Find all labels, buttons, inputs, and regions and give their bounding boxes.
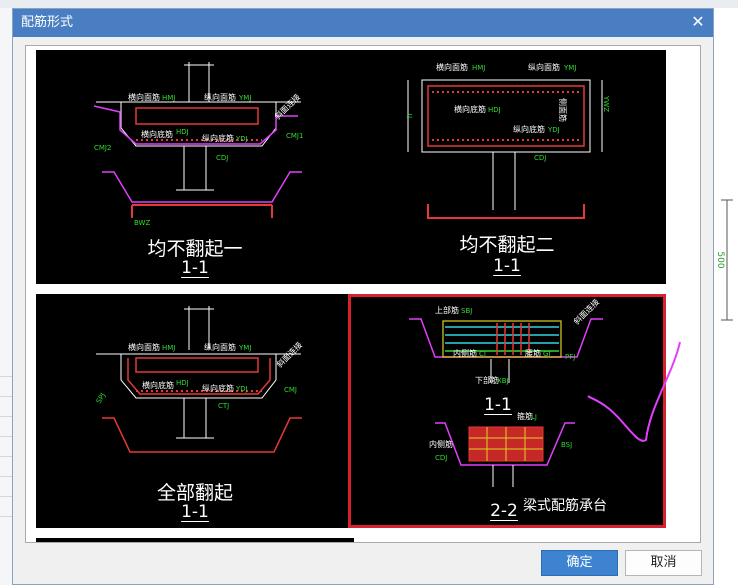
label-bottom-bar: 横向底筋 — [141, 129, 173, 139]
dialog-title: 配筋形式 — [21, 15, 74, 30]
option-2-section: 1-1 — [493, 256, 521, 276]
label-inner-bar: 内侧筋 — [453, 348, 477, 358]
label-bottom-long-code: YDJ — [235, 385, 248, 393]
label-bottom-bar: 横向底筋 — [454, 104, 486, 114]
label-top-code: HMJ — [162, 94, 175, 102]
label-top-bar: 横向面筋 — [128, 92, 160, 102]
label-top-long-code: YMJ — [238, 344, 251, 352]
option-1-diagram: 横向面筋 HMJ 纵向面筋 YMJ 横向底筋 HDJ 纵向底筋 YDJ CMJ1… — [93, 62, 303, 227]
option-1-section: 1-1 — [181, 258, 209, 278]
label-side-bar: 侧面筋 — [558, 98, 568, 122]
app-background-left — [0, 8, 12, 585]
label-bottom-bar-long: 纵向底筋 — [202, 383, 234, 393]
label-top-long-code: YMJ — [238, 94, 251, 102]
label-bottom-bar-long: 纵向底筋 — [513, 124, 545, 134]
label-inner-code: CJ — [479, 350, 486, 358]
label-bottom-code: HDJ — [176, 128, 189, 136]
label-stirrup: 箍筋 — [517, 411, 533, 421]
label-ctj: CTJ — [218, 402, 229, 410]
option-1-name: 均不翻起一 — [147, 238, 243, 260]
background-dimension-line: 500 — [715, 199, 733, 321]
option-2-name: 均不翻起二 — [459, 234, 555, 256]
option-4-diagram: 上部筋 SBJ 内侧筋 CJ 腰筋 GJ 下部筋 XBJ 箍筋 LJ 内侧筋 P… — [409, 297, 603, 487]
label-cmj: CMJ — [284, 386, 297, 394]
option-3-name: 全部翻起 — [156, 482, 233, 504]
ok-button[interactable]: 确定 — [541, 550, 618, 576]
label-cdj: CDJ — [435, 454, 447, 462]
cancel-button[interactable]: 取消 — [625, 550, 702, 576]
label-top-bar-long: 纵向面筋 — [204, 92, 236, 102]
label-top-bar: 上部筋 — [435, 305, 459, 315]
option-card-1[interactable]: 横向面筋 HMJ 纵向面筋 YMJ 横向底筋 HDJ 纵向底筋 YDJ CMJ1… — [36, 50, 354, 284]
dimension-value: 500 — [715, 251, 725, 268]
label-top-code: HMJ — [472, 64, 485, 72]
label-cmj2: CMJ2 — [94, 144, 111, 152]
label-cmj1: CMJ1 — [286, 132, 303, 140]
option-card-2[interactable]: 横向面筋 HMJ 纵向面筋 YMJ 横向底筋 HDJ 纵向底筋 YDJ 侧面筋 … — [348, 50, 666, 284]
app-background-strip — [0, 0, 738, 8]
option-card-5[interactable] — [36, 538, 354, 542]
label-top-code: SBJ — [461, 307, 472, 315]
option-2-diagram: 横向面筋 HMJ 纵向面筋 YMJ 横向底筋 HDJ 纵向底筋 YDJ 侧面筋 … — [406, 62, 610, 219]
label-bjsf: 斜面连接 — [571, 297, 601, 326]
label-pfj: PFJ — [565, 353, 575, 361]
label-bottom-long-code: YDJ — [547, 126, 560, 134]
label-side-bar: 内侧筋 — [429, 439, 453, 449]
label-bjsf: 斜面连接 — [272, 92, 302, 122]
label-spj: SPJ — [95, 392, 107, 405]
option-4-section-2: 2-2 — [490, 501, 518, 521]
label-waist-bar: 腰筋 — [525, 348, 541, 358]
option-3-section: 1-1 — [181, 502, 209, 522]
option-card-3[interactable]: 横向面筋 HMJ 纵向面筋 YMJ 横向底筋 HDJ 纵向底筋 YDJ CMJ … — [36, 294, 354, 528]
label-bottom-bar: 下部筋 — [475, 375, 499, 385]
close-icon[interactable]: ✕ — [691, 12, 705, 31]
label-bwz: BWZ — [134, 219, 150, 227]
label-top-bar-long: 纵向面筋 — [204, 342, 236, 352]
label-top-long-code: YMJ — [563, 64, 576, 72]
options-gallery: 横向面筋 HMJ 纵向面筋 YMJ 横向底筋 HDJ 纵向底筋 YDJ CMJ1… — [25, 45, 701, 543]
dialog-titlebar: 配筋形式 ✕ — [13, 9, 713, 37]
label-top-bar-long: 纵向面筋 — [528, 62, 560, 72]
option-3-diagram: 横向面筋 HMJ 纵向面筋 YMJ 横向底筋 HDJ 纵向底筋 YDJ CMJ … — [95, 306, 304, 453]
label-bottom-bar-long: 纵向底筋 — [202, 133, 234, 143]
label-bjsf: 斜面连接 — [274, 340, 304, 370]
vertical-scrollbar[interactable]: ▲ ▼ — [700, 46, 701, 542]
label-cdj: CDJ — [216, 154, 228, 162]
label-ywz: YWZ — [602, 95, 610, 112]
label-bottom-code: XBJ — [497, 377, 509, 385]
label-bottom-long-code: YDJ — [235, 135, 248, 143]
label-top-bar: 横向面筋 — [436, 62, 468, 72]
rebar-form-dialog: 配筋形式 ✕ — [12, 8, 714, 585]
label-bottom-bar: 横向底筋 — [142, 380, 174, 390]
label-top-code: HMJ — [162, 344, 175, 352]
option-4-section-1: 1-1 — [484, 395, 512, 415]
label-bottom-code: HDJ — [488, 106, 501, 114]
label-stirrup-code: LJ — [531, 413, 537, 421]
scroll-down-icon[interactable]: ▼ — [700, 526, 701, 542]
label-cdj: CDJ — [534, 154, 546, 162]
scroll-up-icon[interactable]: ▲ — [700, 46, 701, 62]
label-h: h — [406, 114, 414, 118]
annotation-stroke — [587, 341, 681, 442]
option-4-name: 梁式配筋承台 — [523, 498, 607, 514]
label-top-bar: 横向面筋 — [128, 342, 160, 352]
label-waist-code: GJ — [543, 350, 551, 358]
label-bottom-code: HDJ — [176, 379, 189, 387]
label-bsj: BSJ — [561, 441, 572, 449]
